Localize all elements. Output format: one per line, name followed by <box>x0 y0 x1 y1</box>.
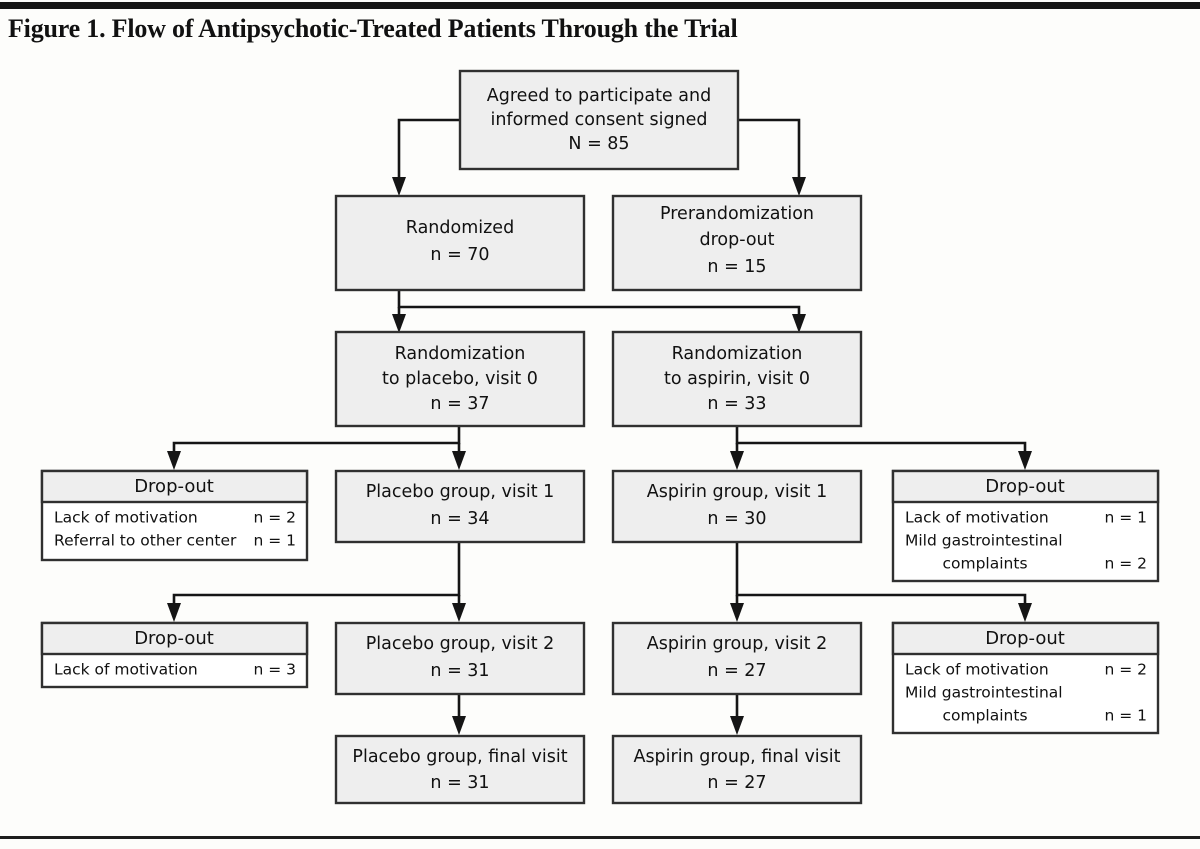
node-line: n = 27 <box>707 773 766 793</box>
node-line: N = 85 <box>568 134 629 154</box>
dropout-reason: complaints <box>942 555 1027 573</box>
node-line: n = 37 <box>430 394 489 414</box>
connector-randplacebo-split <box>167 426 466 470</box>
dropout-aspirin-visit2: Drop-out Lack of motivation n = 2 Mild g… <box>891 621 1160 735</box>
dropout-reason: Lack of motivation <box>905 661 1049 679</box>
node-line: n = 70 <box>430 245 489 265</box>
node-aspirin-visit1: Aspirin group, visit 1 n = 30 <box>611 469 863 544</box>
connector-aspirinv2-to-final <box>730 694 744 735</box>
node-randomized: Randomized n = 70 <box>334 194 586 292</box>
node-line: n = 27 <box>707 661 766 681</box>
dropout-reason: Referral to other center <box>54 532 237 550</box>
node-line: drop-out <box>699 230 774 250</box>
dropout-count: n = 2 <box>1104 661 1147 679</box>
node-line: n = 31 <box>430 773 489 793</box>
node-placebo-visit2: Placebo group, visit 2 n = 31 <box>334 621 586 696</box>
node-line: Aspirin group, visit 1 <box>647 482 827 502</box>
dropout-reason: Mild gastrointestinal <box>905 684 1063 702</box>
dropout-header: Drop-out <box>985 476 1065 497</box>
node-aspirin-final: Aspirin group, final visit n = 27 <box>611 734 863 805</box>
node-line: Aspirin group, visit 2 <box>647 634 827 654</box>
node-aspirin-visit2: Aspirin group, visit 2 n = 27 <box>611 621 863 696</box>
dropout-aspirin-visit1: Drop-out Lack of motivation n = 1 Mild g… <box>891 469 1160 583</box>
dropout-reason: Lack of motivation <box>905 509 1049 527</box>
node-line: Placebo group, visit 2 <box>366 634 555 654</box>
node-line: n = 30 <box>707 509 766 529</box>
dropout-count: n = 1 <box>253 532 296 550</box>
dropout-count: n = 1 <box>1104 509 1147 527</box>
node-randomization-placebo: Randomization to placebo, visit 0 n = 37 <box>334 330 586 428</box>
node-line: Randomization <box>672 344 803 364</box>
dropout-count: n = 3 <box>253 661 296 679</box>
node-line: Placebo group, final visit <box>352 747 567 767</box>
dropout-count: n = 1 <box>1104 707 1147 725</box>
node-line: Agreed to participate and <box>487 86 711 106</box>
dropout-header: Drop-out <box>985 628 1065 649</box>
node-line: informed consent signed <box>490 110 707 130</box>
node-placebo-visit1: Placebo group, visit 1 n = 34 <box>334 469 586 544</box>
node-prerandomization-dropout: Prerandomization drop-out n = 15 <box>611 194 863 292</box>
dropout-placebo-visit2: Drop-out Lack of motivation n = 3 <box>40 621 309 689</box>
connector-randomized-split <box>392 290 806 333</box>
node-line: n = 34 <box>430 509 489 529</box>
figure-title: Figure 1. Flow of Antipsychotic-Treated … <box>8 14 738 43</box>
connector-placebov2-to-final <box>452 694 466 735</box>
dropout-count: n = 2 <box>1104 555 1147 573</box>
dropout-header: Drop-out <box>134 476 214 497</box>
connector-consent-to-randomized <box>392 118 460 196</box>
node-line: n = 33 <box>707 394 766 414</box>
dropout-reason: Mild gastrointestinal <box>905 532 1063 550</box>
connector-consent-to-prerandomization <box>738 118 806 196</box>
dropout-reason: complaints <box>942 707 1027 725</box>
node-placebo-final: Placebo group, final visit n = 31 <box>334 734 586 805</box>
connector-randaspirin-split <box>730 426 1032 470</box>
node-line: Placebo group, visit 1 <box>366 482 555 502</box>
dropout-reason: Lack of motivation <box>54 509 198 527</box>
connector-aspirinv1-split <box>730 542 1032 622</box>
node-line: to aspirin, visit 0 <box>664 369 810 389</box>
dropout-placebo-visit1: Drop-out Lack of motivation n = 2 Referr… <box>40 469 309 562</box>
top-rule-divider <box>0 2 1200 9</box>
connector-placebov1-split <box>167 542 466 622</box>
dropout-count: n = 2 <box>253 509 296 527</box>
node-line: Prerandomization <box>660 204 814 224</box>
node-line: to placebo, visit 0 <box>382 369 538 389</box>
node-line: n = 31 <box>430 661 489 681</box>
node-line: Randomization <box>395 344 526 364</box>
node-line: Aspirin group, final visit <box>633 747 840 767</box>
bottom-rule-divider <box>0 836 1200 839</box>
dropout-reason: Lack of motivation <box>54 661 198 679</box>
node-randomization-aspirin: Randomization to aspirin, visit 0 n = 33 <box>611 330 863 428</box>
node-line: n = 15 <box>707 257 766 277</box>
dropout-header: Drop-out <box>134 628 214 649</box>
node-line: Randomized <box>406 218 514 238</box>
node-agreed-to-participate: Agreed to participate and informed conse… <box>458 69 740 171</box>
